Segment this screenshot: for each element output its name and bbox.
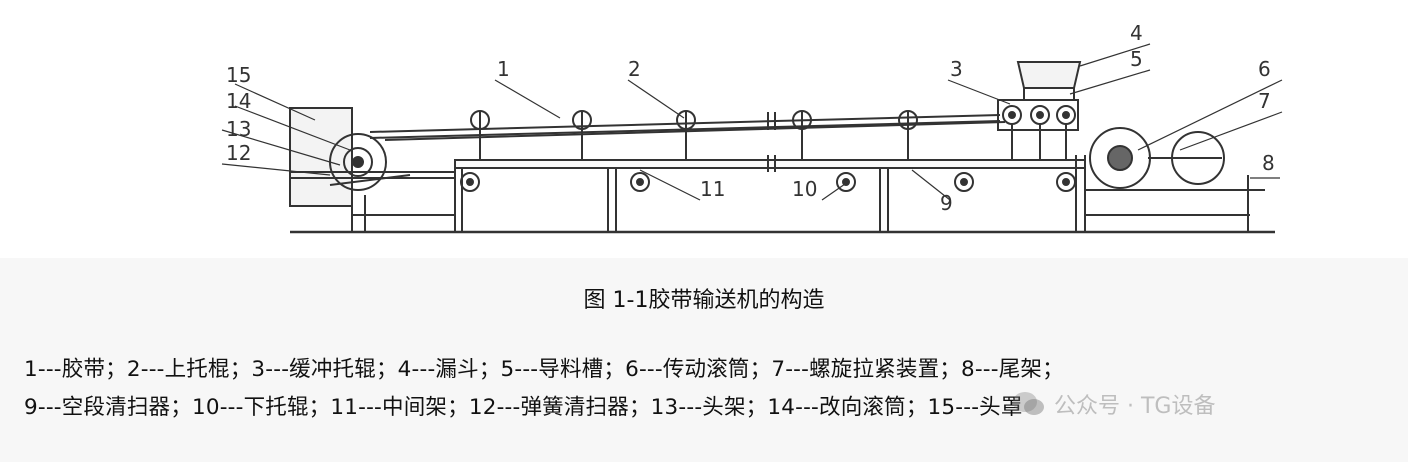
wechat-icon <box>1012 390 1046 418</box>
head-hood <box>289 107 353 207</box>
watermark: 公众号 · TG设备 <box>1012 388 1215 420</box>
label-15: 15 <box>226 63 251 87</box>
conveyor-diagram: 1 2 3 4 5 6 7 8 9 10 11 12 13 14 15 <box>221 21 1283 234</box>
label-1: 1 <box>497 57 510 81</box>
hopper <box>1016 61 1082 89</box>
label-12: 12 <box>226 141 251 165</box>
label-7: 7 <box>1258 89 1271 113</box>
legend-line-1: 1---胶带；2---上托棍；3---缓冲托辊；4---漏斗；5---导料槽；6… <box>24 357 1064 382</box>
label-5: 5 <box>1130 47 1143 71</box>
label-3: 3 <box>950 57 963 81</box>
middle-frame <box>454 159 1086 169</box>
carrying-idlers <box>470 110 918 160</box>
return-idlers <box>460 172 1076 192</box>
label-13: 13 <box>226 117 251 141</box>
legend-line-2: 9---空段清扫器；10---下托辊；11---中间架；12---弹簧清扫器；1… <box>24 395 1023 420</box>
figure-caption: 图 1-1胶带输送机的构造 <box>583 288 825 313</box>
label-8: 8 <box>1262 151 1275 175</box>
label-6: 6 <box>1258 57 1271 81</box>
label-9: 9 <box>940 191 953 215</box>
diagram-area: 1 2 3 4 5 6 7 8 9 10 11 12 13 14 15 <box>221 21 1283 234</box>
label-10: 10 <box>792 177 817 201</box>
watermark-text: 公众号 · TG设备 <box>1054 394 1216 419</box>
impact-idlers <box>997 99 1079 160</box>
label-2: 2 <box>628 57 641 81</box>
label-11: 11 <box>700 177 725 201</box>
label-14: 14 <box>226 89 251 113</box>
label-4: 4 <box>1130 21 1143 45</box>
